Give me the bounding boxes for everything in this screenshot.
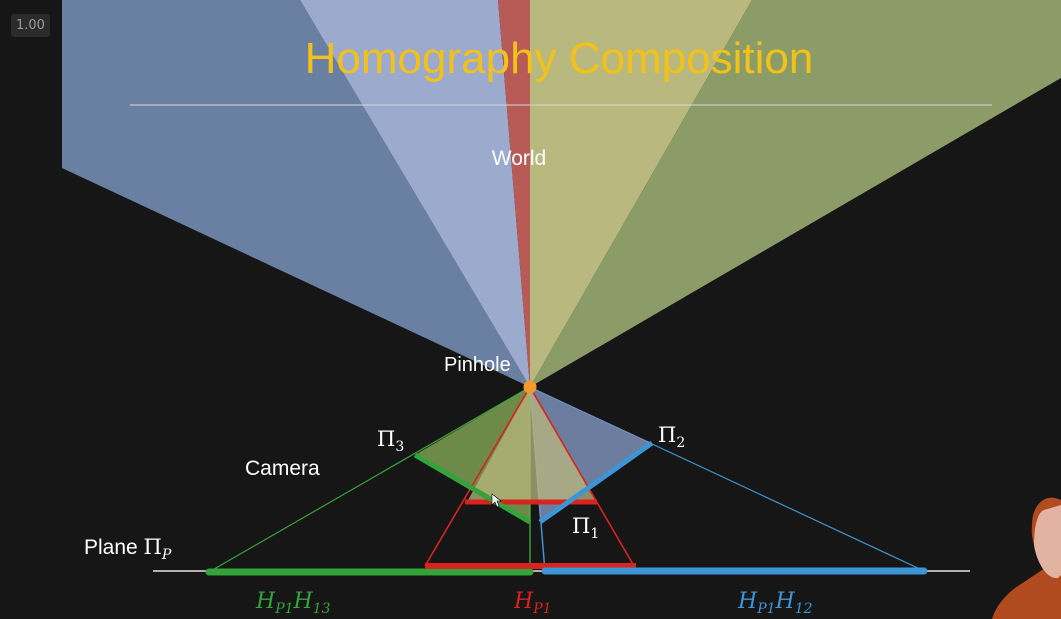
world-label: World [492, 147, 546, 170]
world-red-ray [498, 0, 530, 387]
red-formula: HP1 [513, 589, 552, 617]
pi1-sub: 1 [590, 526, 599, 542]
pi3-plane-segment [413, 452, 532, 525]
pi1-symbol: Π [572, 514, 590, 538]
red-left-edge [424, 386, 531, 567]
plane-label: Plane ΠP [84, 535, 172, 563]
red-formula-h: H [513, 589, 534, 614]
blue-formula-sub1: P1 [756, 601, 775, 617]
slide-title: Homography Composition [305, 34, 814, 83]
camera-label: Camera [245, 457, 320, 480]
mouse-cursor-icon [491, 493, 502, 508]
green-formula-h1: H [255, 589, 276, 614]
pi3-label: Π3 [377, 427, 404, 455]
green-formula: HP1H13 [255, 589, 331, 617]
pi1-label: Π1 [572, 514, 599, 542]
playback-speed-badge[interactable]: 1.00 [11, 14, 50, 37]
green-projection-line [208, 386, 531, 573]
pi2-sub: 2 [676, 435, 685, 451]
pi2-plane-segment [538, 440, 654, 525]
blue-formula-sub2: 12 [795, 601, 813, 617]
world-left-cone [62, 0, 530, 387]
presenter-figure [992, 497, 1061, 619]
pi3-symbol: Π [377, 427, 395, 451]
red-right-edge [529, 386, 635, 567]
plane-label-prefix: Plane [84, 536, 144, 559]
plane-label-sub: P [161, 547, 172, 563]
green-formula-sub1: P1 [274, 601, 293, 617]
pi2-symbol: Π [658, 423, 676, 447]
world-center-left-cone [300, 0, 530, 387]
plane-label-symbol: Π [144, 535, 162, 559]
pinhole-label: Pinhole [444, 354, 511, 376]
red-formula-sub: P1 [532, 601, 551, 617]
green-formula-sub2: 13 [313, 601, 331, 617]
pi2-label: Π2 [658, 423, 685, 451]
pi3-sub: 3 [395, 439, 404, 455]
world-right-cone [530, 0, 1061, 387]
blue-formula: HP1H12 [737, 589, 813, 617]
olive-camera-triangle [467, 387, 596, 502]
green-formula-h2: H [293, 589, 314, 614]
blue-formula-h1: H [737, 589, 758, 614]
blue-formula-h2: H [775, 589, 796, 614]
pinhole-dot [523, 380, 537, 394]
